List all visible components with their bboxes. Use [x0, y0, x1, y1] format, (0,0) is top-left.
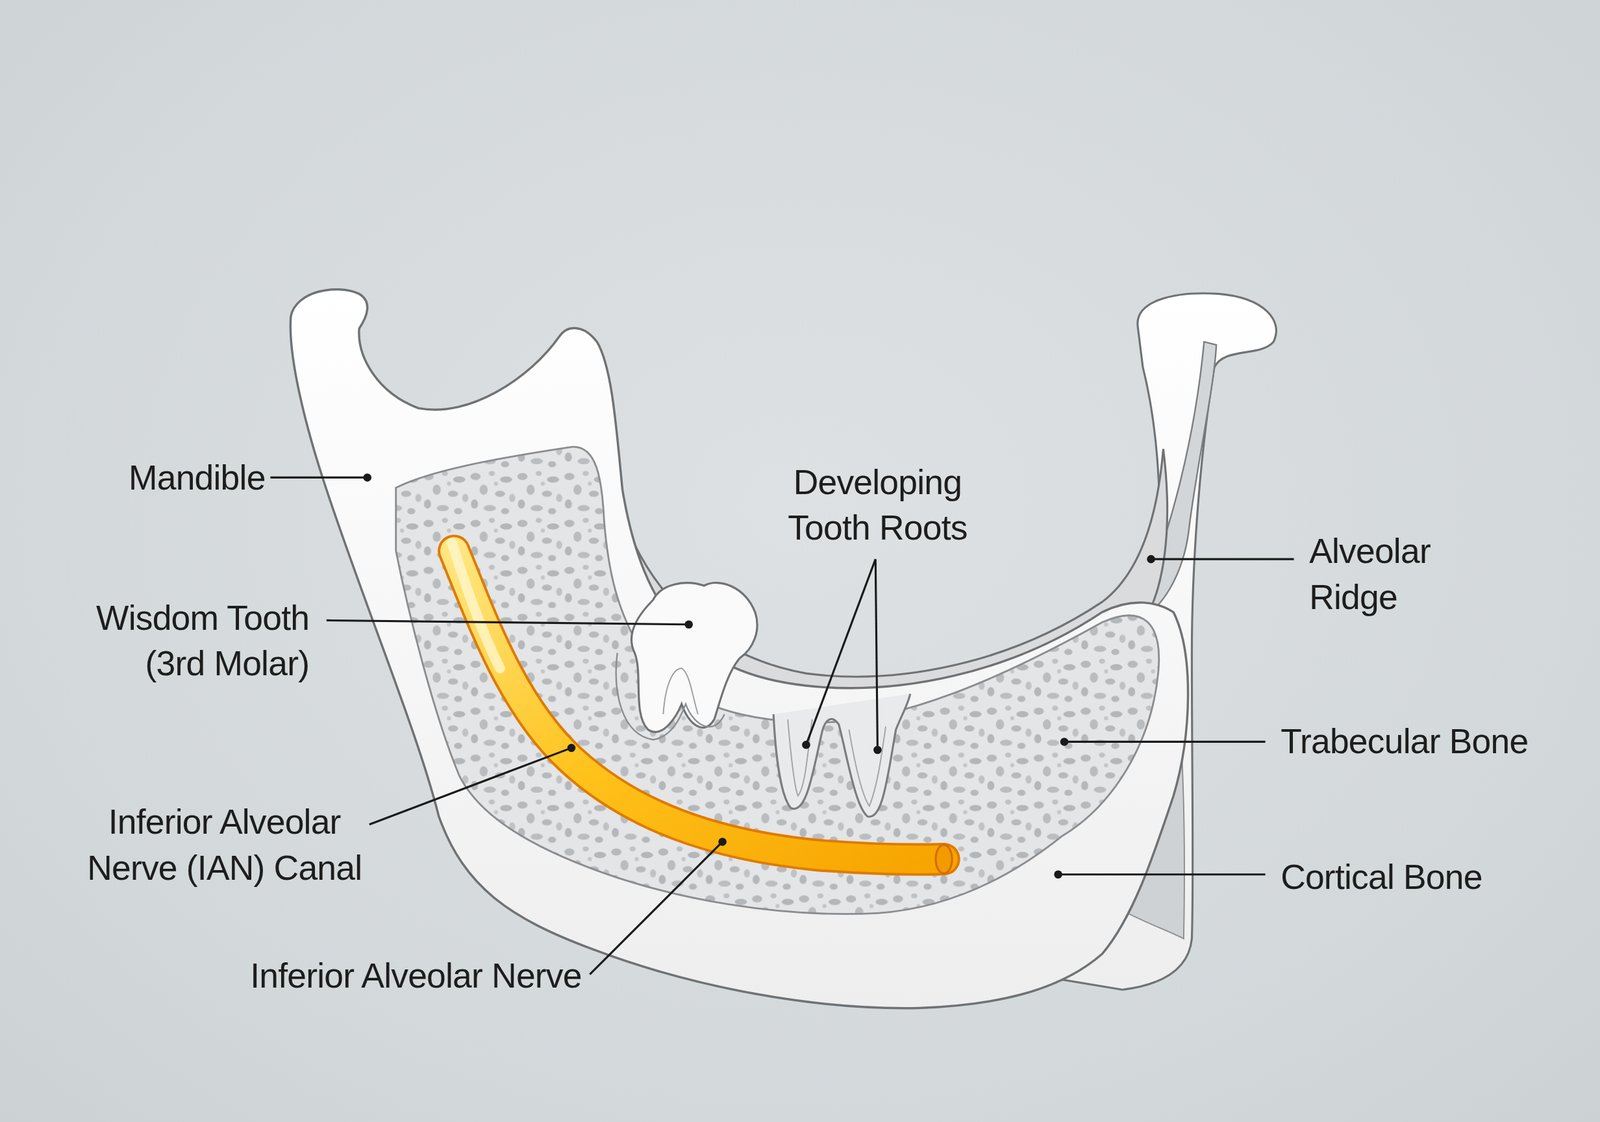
part-label: Developing Tooth Roots [770, 459, 985, 551]
part-label: Mandible [101, 455, 265, 502]
part-label: Inferior Alveolar Nerve [203, 953, 582, 1000]
part-label: Trabecular Bone [1280, 718, 1587, 765]
part-label: Alveolar Ridge [1309, 528, 1463, 621]
part-label: Wisdom Tooth (3rd Molar) [61, 594, 310, 687]
part-label: Inferior Alveolar Nerve (IAN) Canal [71, 798, 378, 891]
part-label: Cortical Bone [1280, 853, 1587, 900]
